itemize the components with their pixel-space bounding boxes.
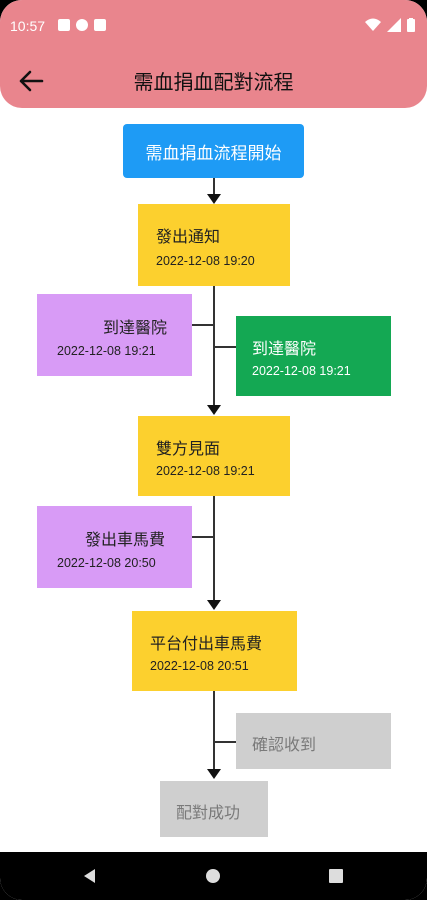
notify-label: 發出通知 <box>156 227 221 246</box>
connector-branch <box>214 741 236 743</box>
platform-fare-node: 平台付出車馬費 2022-12-08 20:51 <box>132 611 297 691</box>
meet-label: 雙方見面 <box>156 439 221 458</box>
notification-icon <box>76 19 88 31</box>
connector-line <box>213 286 215 406</box>
page-title: 需血捐血配對流程 <box>133 70 294 94</box>
meet-time: 2022-12-08 19:21 <box>156 464 255 478</box>
arrive-hospital-label: 到達醫院 <box>252 339 317 358</box>
connector-line <box>213 178 215 196</box>
confirm-received-node: 確認收到 <box>236 713 391 769</box>
arrow-down-icon <box>207 405 221 415</box>
notification-icons <box>58 19 106 31</box>
send-fare-time: 2022-12-08 20:50 <box>57 556 156 570</box>
send-fare-node: 發出車馬費 2022-12-08 20:50 <box>37 506 192 588</box>
arrow-down-icon <box>207 769 221 779</box>
arrive-hospital-time: 2022-12-08 19:21 <box>57 344 156 358</box>
flow-start-node: 需血捐血流程開始 <box>123 124 304 178</box>
back-arrow-icon[interactable] <box>16 66 46 96</box>
battery-icon <box>407 18 415 32</box>
app-bar: 10:57 需血捐血配對流程 <box>0 0 427 108</box>
arrive-hospital-node-left: 到達醫院 2022-12-08 19:21 <box>37 294 192 376</box>
arrow-down-icon <box>207 194 221 204</box>
status-time: 10:57 <box>10 18 46 34</box>
platform-fare-time: 2022-12-08 20:51 <box>150 659 249 673</box>
connector-line <box>213 691 215 770</box>
send-fare-label: 發出車馬費 <box>85 530 166 549</box>
connector-branch <box>214 346 236 348</box>
status-bar: 10:57 <box>0 14 427 40</box>
title-row: 需血捐血配對流程 <box>0 58 427 102</box>
connector-line <box>213 496 215 600</box>
platform-fare-label: 平台付出車馬費 <box>150 634 263 653</box>
arrive-hospital-node-right: 到達醫院 2022-12-08 19:21 <box>236 316 391 396</box>
system-nav-bar <box>0 852 427 900</box>
notification-icon <box>58 19 70 31</box>
match-success-node: 配對成功 <box>160 781 268 837</box>
notify-node: 發出通知 2022-12-08 19:20 <box>138 204 290 286</box>
notify-time: 2022-12-08 19:20 <box>156 254 255 268</box>
nav-recents-icon[interactable] <box>326 866 346 886</box>
arrow-down-icon <box>207 600 221 610</box>
nav-back-icon[interactable] <box>80 866 100 886</box>
sd-card-icon <box>94 19 106 31</box>
connector-branch <box>192 324 213 326</box>
connector-branch <box>192 536 213 538</box>
wifi-icon <box>365 18 381 31</box>
arrive-hospital-label: 到達醫院 <box>103 318 168 337</box>
flow-start-label: 需血捐血流程開始 <box>145 144 282 164</box>
meet-node: 雙方見面 2022-12-08 19:21 <box>138 416 290 496</box>
confirm-received-label: 確認收到 <box>252 735 317 754</box>
match-success-label: 配對成功 <box>176 803 241 822</box>
nav-home-icon[interactable] <box>203 866 223 886</box>
arrive-hospital-time: 2022-12-08 19:21 <box>252 364 351 378</box>
system-icons <box>365 18 415 32</box>
signal-icon <box>387 18 401 32</box>
